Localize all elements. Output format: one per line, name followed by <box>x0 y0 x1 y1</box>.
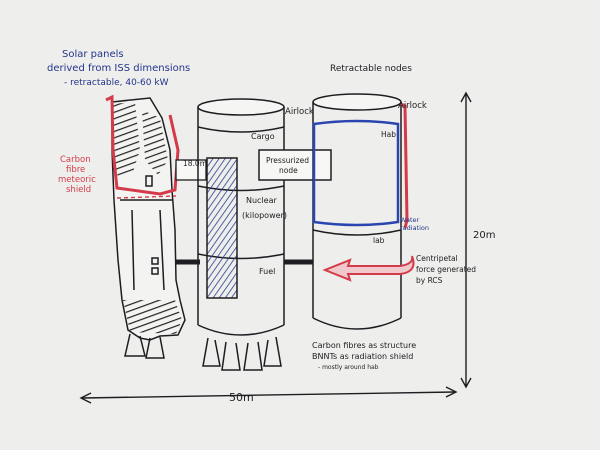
solar-panel-spacecraft <box>111 97 186 359</box>
svg-text:Hab: Hab <box>381 130 396 139</box>
nuclear-column <box>206 157 238 299</box>
centripetal-note: Centripetal force generated by RCS <box>416 254 476 285</box>
truss-connector <box>175 159 207 265</box>
svg-text:force generated: force generated <box>416 265 476 274</box>
width-dimension-arrow <box>79 386 458 404</box>
retractable-nodes-label: Retractable nodes <box>330 64 412 74</box>
height-dimension-arrow <box>460 91 472 389</box>
pressurized-node-label-1: Pressurized <box>266 156 309 165</box>
height-dimension-label: 20m <box>473 230 495 241</box>
svg-text:Airlock: Airlock <box>285 107 314 117</box>
shield-dashed-line <box>116 195 177 199</box>
pressurized-node-label-2: node <box>279 166 298 175</box>
svg-text:Airlock: Airlock <box>398 101 427 111</box>
svg-text:Carbon fibres as structure: Carbon fibres as structure <box>312 341 416 350</box>
svg-text:Fuel: Fuel <box>259 267 275 276</box>
svg-text:shield: shield <box>66 185 91 195</box>
svg-text:- mostly around hab: - mostly around hab <box>318 364 379 371</box>
svg-text:radiation: radiation <box>400 224 429 232</box>
svg-text:by RCS: by RCS <box>416 276 443 285</box>
shield-outline <box>105 94 180 196</box>
width-dimension-label: 50m <box>229 391 254 404</box>
hab-red-shell <box>400 102 409 229</box>
svg-text:Water: Water <box>400 216 420 224</box>
svg-text:Nuclear: Nuclear <box>246 196 278 205</box>
hab-blue-box <box>312 119 400 227</box>
truss-dimension-label: 18.0m <box>183 159 207 168</box>
svg-text:Carbon: Carbon <box>60 155 91 165</box>
svg-text:meteoric: meteoric <box>58 175 96 185</box>
centripetal-arrow <box>322 255 415 282</box>
solar-note: Solar panels derived from ISS dimensions… <box>47 49 190 88</box>
svg-text:Cargo: Cargo <box>251 132 275 141</box>
svg-text:(kilopower): (kilopower) <box>242 211 287 220</box>
right-module-labels: Airlock Hab Water radiation lab <box>373 101 429 245</box>
left-module-labels: Airlock Cargo Nuclear (kilopower) Fuel <box>242 107 314 276</box>
svg-text:lab: lab <box>373 236 385 245</box>
left-module <box>197 98 285 371</box>
pressurized-node <box>258 149 332 181</box>
svg-text:- retractable, 40-60 kW: - retractable, 40-60 kW <box>64 78 169 88</box>
shield-note: Carbon fibre meteoric shield <box>58 155 96 195</box>
svg-text:fibre: fibre <box>66 165 85 175</box>
structure-note: Carbon fibres as structure BNNTs as radi… <box>312 341 416 371</box>
svg-text:Solar panels: Solar panels <box>62 49 124 60</box>
svg-text:derived from ISS dimensions: derived from ISS dimensions <box>47 63 190 74</box>
svg-text:Centripetal: Centripetal <box>416 254 458 263</box>
svg-text:BNNTs as radiation shield: BNNTs as radiation shield <box>312 352 413 361</box>
